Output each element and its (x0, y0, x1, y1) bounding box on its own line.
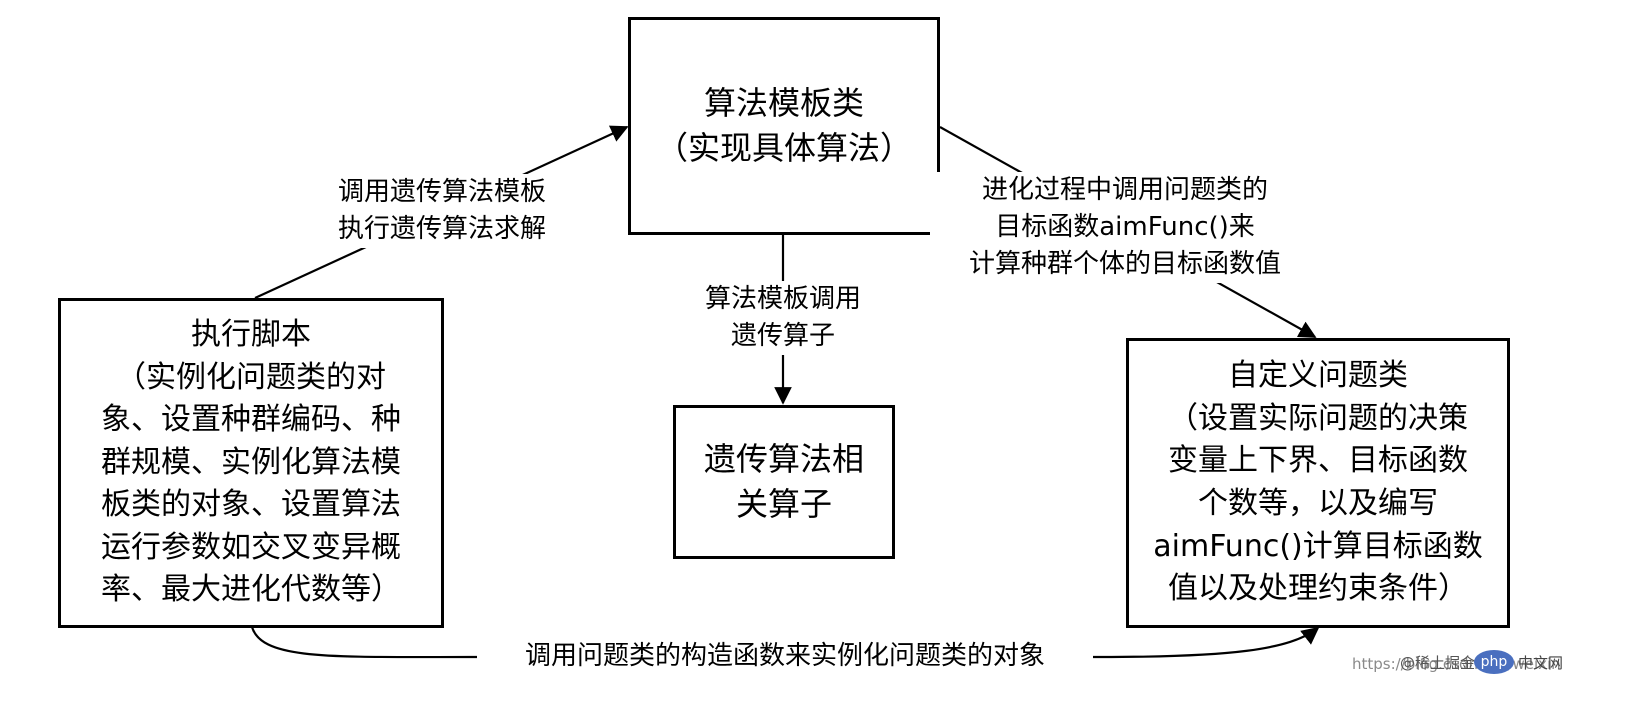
custom-problem-line: 自定义问题类 (1228, 358, 1408, 394)
execution-script-line: 群规模、实例化算法模 (101, 444, 401, 480)
edge-label-line: 遗传算子 (730, 320, 835, 351)
execution-script-line: 象、设置种群编码、种 (101, 402, 401, 438)
edge-label-line: 目标函数aimFunc()来 (995, 211, 1255, 242)
custom-problem-line: （设置实际问题的决策 (1168, 400, 1468, 436)
custom-problem-box: 自定义问题类 （设置实际问题的决策 变量上下界、目标函数 个数等，以及编写 ai… (1126, 338, 1510, 628)
custom-problem-line: 值以及处理约束条件） (1168, 571, 1468, 607)
algorithm-template-subtitle: （实现具体算法） (655, 129, 912, 167)
edge-label-script-to-template: 调用遗传算法模板 执行遗传算法求解 (300, 174, 584, 248)
genetic-operators-line: 遗传算法相 (703, 439, 864, 478)
genetic-operators-line: 关算子 (735, 485, 832, 523)
algorithm-template-box: 算法模板类 （实现具体算法） (628, 17, 940, 235)
execution-script-line: 运行参数如交叉变异概 (101, 529, 401, 565)
watermark-php-site: 中文网 (1518, 654, 1564, 672)
execution-script-box: 执行脚本 （实例化问题类的对 象、设置种群编码、种 群规模、实例化算法模 板类的… (58, 298, 444, 628)
custom-problem-line: 个数等，以及编写 (1198, 486, 1438, 521)
edge-label-line: 调用遗传算法模板 (337, 177, 546, 207)
execution-script-line: （实例化问题类的对 (116, 359, 386, 395)
edge-label-line: 计算种群个体的目标函数值 (968, 248, 1281, 279)
edge-label-template-to-problem: 进化过程中调用问题类的 目标函数aimFunc()来 计算种群个体的目标函数值 (930, 172, 1320, 283)
edge-label-line: 进化过程中调用问题类的 (981, 175, 1268, 205)
execution-script-line: 率、最大进化代数等） (101, 572, 401, 608)
execution-script-line: 执行脚本 (191, 316, 311, 352)
edge-label-script-to-problem: 调用问题类的构造函数来实例化问题类的对象 (477, 638, 1093, 675)
php-logo-badge: php (1474, 650, 1514, 674)
algorithm-template-title: 算法模板类 (703, 83, 864, 122)
genetic-operators-box: 遗传算法相 关算子 (673, 405, 895, 559)
edge-label-template-to-operators: 算法模板调用 遗传算子 (675, 281, 891, 355)
execution-script-line: 板类的对象、设置算法 (101, 487, 401, 523)
edge-label-line: 算法模板调用 (704, 284, 861, 314)
custom-problem-line: 变量上下界、目标函数 (1168, 443, 1468, 479)
watermark-brand: @稀土掘金 (1400, 654, 1476, 672)
custom-problem-line: aimFunc()计算目标函数 (1153, 528, 1483, 564)
edge-label-line: 调用问题类的构造函数来实例化问题类的对象 (524, 641, 1045, 671)
edge-label-line: 执行遗传算法求解 (337, 213, 546, 244)
